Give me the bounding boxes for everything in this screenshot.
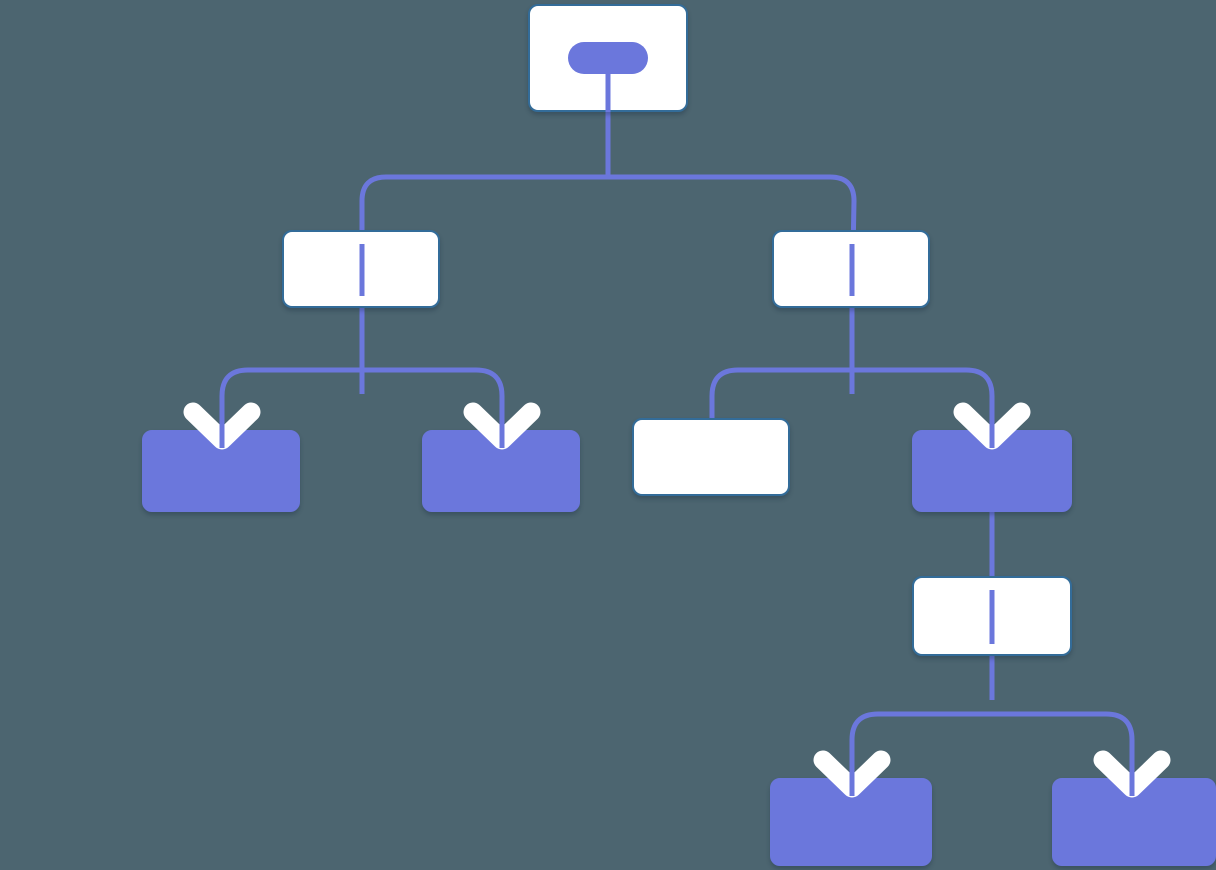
diagram-canvas [142, 4, 1216, 866]
connector-arrow-tips [219, 402, 1135, 796]
